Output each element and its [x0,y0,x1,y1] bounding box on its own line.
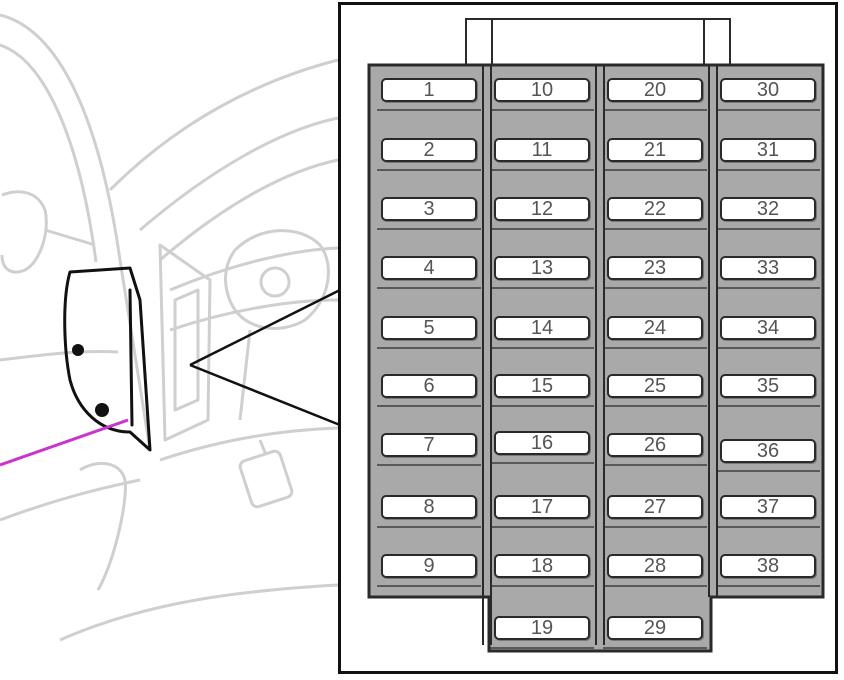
steering-wheel [224,229,330,330]
steering-column [238,329,252,421]
roof-line [108,58,339,192]
pedal [238,449,294,509]
fuse-13[interactable]: 13 [494,256,590,280]
fuse-11[interactable]: 11 [494,138,590,162]
fuse-34[interactable]: 34 [720,316,816,340]
door-frame [0,13,152,451]
callout-bottom [189,363,341,427]
pedal-arm [258,439,268,456]
windshield-inner [159,158,339,262]
connector-tab-right [703,18,731,72]
sill-line [59,583,339,642]
fuse-22[interactable]: 22 [607,197,703,221]
cover-clip-1 [72,344,84,356]
fuse-27[interactable]: 27 [607,495,703,519]
fuse-7[interactable]: 7 [381,433,477,457]
fuse-3[interactable]: 3 [381,197,477,221]
fuse-38[interactable]: 38 [720,554,816,578]
inner-pillar [158,243,212,442]
floor-line [159,426,339,462]
fuse-15[interactable]: 15 [494,374,590,398]
fuse-23[interactable]: 23 [607,256,703,280]
fuse-36[interactable]: 36 [720,439,816,463]
fuse-35[interactable]: 35 [720,374,816,398]
fuse-10[interactable]: 10 [494,78,590,102]
callout-top [189,288,341,367]
fuse-2[interactable]: 2 [381,138,477,162]
fuse-32[interactable]: 32 [720,197,816,221]
windshield-line [139,116,339,232]
door-panel-line-2 [0,478,141,522]
cover-clip-2 [95,403,109,417]
door-handle [79,461,127,591]
fuse-cover-outline [63,266,152,452]
fuse-30[interactable]: 30 [720,78,816,102]
fuse-8[interactable]: 8 [381,495,477,519]
door-inner-edge [0,43,98,263]
mirror-arm [44,228,96,247]
pointer-line [0,418,129,467]
fuse-4[interactable]: 4 [381,256,477,280]
fuse-9[interactable]: 9 [381,554,477,578]
fuse-18[interactable]: 18 [494,554,590,578]
dashboard-top [169,246,339,292]
inner-pillar-detail [173,288,200,412]
fuse-12[interactable]: 12 [494,197,590,221]
fuse-16[interactable]: 16 [494,431,590,455]
fuse-31[interactable]: 31 [720,138,816,162]
side-mirror [0,190,48,274]
fuse-cover-edge [128,288,134,427]
fuse-5[interactable]: 5 [381,316,477,340]
fuse-6[interactable]: 6 [381,374,477,398]
fuse-26[interactable]: 26 [607,433,703,457]
fuse-29[interactable]: 29 [607,616,703,640]
fuse-24[interactable]: 24 [607,316,703,340]
fuse-28[interactable]: 28 [607,554,703,578]
fuse-21[interactable]: 21 [607,138,703,162]
door-panel-line-1 [0,350,119,362]
fuse-17[interactable]: 17 [494,495,590,519]
steering-hub [259,266,291,298]
fuse-14[interactable]: 14 [494,316,590,340]
fuse-25[interactable]: 25 [607,374,703,398]
fuse-33[interactable]: 33 [720,256,816,280]
top-connector [465,18,731,72]
connector-tab-left [465,18,493,72]
fuse-20[interactable]: 20 [607,78,703,102]
fuse-board [367,18,825,653]
fuse-19[interactable]: 19 [494,616,590,640]
fuse-37[interactable]: 37 [720,495,816,519]
fuse-1[interactable]: 1 [381,78,477,102]
